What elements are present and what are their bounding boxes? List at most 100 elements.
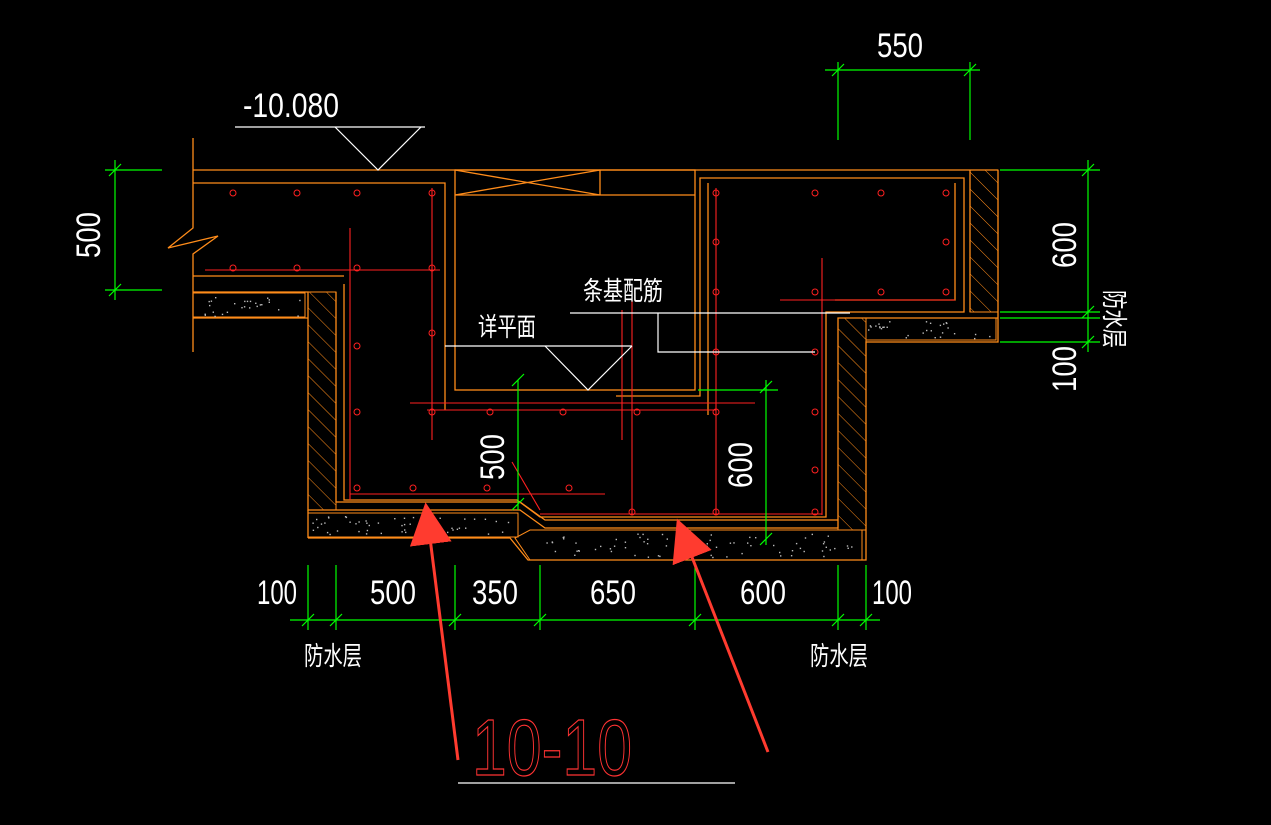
concrete-speckle	[244, 300, 246, 303]
concrete-speckle	[747, 542, 749, 544]
label-waterproof-side: 防水层	[1098, 290, 1128, 348]
concrete-speckle	[214, 315, 216, 318]
concrete-speckle	[447, 531, 449, 534]
leader-lines	[235, 126, 850, 784]
rebar-dot	[293, 189, 301, 197]
label-waterproof-right: 防水层	[810, 642, 868, 672]
concrete-speckle	[750, 545, 752, 547]
concrete-speckle	[249, 300, 252, 303]
rebar-dot	[353, 189, 361, 197]
concrete-speckle	[624, 547, 627, 549]
concrete-speckle	[692, 539, 694, 541]
rebar-dot	[353, 484, 361, 492]
concrete-speckle	[577, 550, 580, 552]
concrete-speckle	[409, 523, 411, 525]
rebar-dot	[409, 484, 417, 492]
concrete-speckle	[456, 528, 459, 530]
concrete-speckle	[822, 543, 825, 545]
concrete-speckle	[546, 542, 548, 544]
concrete-speckle	[563, 536, 565, 538]
dim-inner-600: 600	[722, 442, 760, 488]
section-title: 10-10	[472, 703, 632, 792]
rebar-dot	[811, 288, 819, 296]
concrete-speckle	[403, 517, 406, 519]
concrete-speckle	[365, 533, 368, 535]
rebar-dot	[712, 238, 720, 246]
concrete-speckle	[464, 518, 466, 520]
concrete-speckle	[226, 311, 229, 313]
concrete-speckle	[451, 527, 453, 529]
dimension-lines	[105, 62, 1100, 630]
concrete-speckle	[268, 299, 270, 301]
concrete-speckle	[851, 546, 853, 548]
concrete-speckle	[907, 334, 909, 337]
rebar-dot	[353, 264, 361, 272]
concrete-speckle	[345, 516, 348, 519]
concrete-speckle	[905, 337, 907, 339]
concrete-speckle	[677, 542, 680, 544]
concrete-speckle	[665, 545, 668, 547]
rebar-dot	[811, 466, 819, 474]
rebar-dot	[877, 288, 885, 296]
concrete-speckle	[624, 541, 627, 543]
concrete-speckle	[403, 523, 406, 526]
concrete-speckle	[710, 554, 712, 557]
concrete-speckle	[880, 328, 883, 330]
label-waterproof-left: 防水层	[304, 642, 362, 672]
concrete-speckle	[706, 543, 708, 545]
rebar-dot	[712, 408, 720, 416]
concrete-speckle	[349, 521, 351, 523]
concrete-speckle	[255, 302, 257, 304]
concrete-speckle	[380, 532, 382, 535]
concrete-speckle	[974, 333, 977, 336]
dim-bottom-0: 100	[257, 574, 297, 612]
concrete-speckle	[709, 539, 711, 542]
concrete-speckle	[575, 542, 577, 544]
concrete-speckle	[875, 325, 877, 327]
concrete-speckle	[268, 301, 270, 303]
concrete-speckle	[939, 324, 942, 327]
concrete-speckle	[256, 305, 258, 308]
concrete-speckle	[678, 535, 680, 537]
concrete-speckle	[686, 556, 689, 559]
dim-bottom-4: 600	[740, 574, 786, 612]
dim-inner-500: 500	[474, 434, 512, 480]
concrete-speckle	[878, 323, 880, 325]
concrete-speckle	[234, 303, 236, 305]
concrete-speckle	[613, 545, 616, 547]
concrete-speckle	[243, 306, 246, 308]
rebar-dot	[942, 189, 950, 197]
concrete-speckle	[576, 550, 578, 552]
concrete-speckle	[823, 541, 826, 543]
concrete-speckle	[208, 300, 210, 303]
concrete-speckle	[706, 545, 708, 548]
concrete-speckle	[943, 323, 945, 325]
concrete-speckle	[646, 543, 649, 545]
concrete-speckle	[661, 533, 664, 536]
concrete-speckle	[609, 548, 612, 550]
concrete-speckle	[685, 536, 687, 539]
concrete-speckle	[929, 322, 932, 324]
concrete-speckle	[879, 327, 881, 329]
concrete-speckle	[642, 533, 644, 536]
concrete-speckle	[823, 555, 825, 558]
concrete-speckle	[795, 542, 798, 545]
rebar-dot	[428, 329, 436, 337]
concrete-speckle	[366, 529, 369, 532]
rebar-dot	[486, 408, 494, 416]
concrete-speckle	[989, 335, 991, 338]
concrete-speckle	[846, 545, 849, 547]
concrete-speckle	[790, 555, 793, 557]
concrete-speckle	[377, 522, 380, 524]
concrete-speckle	[336, 530, 339, 532]
concrete-speckle	[780, 555, 782, 557]
arrow-left	[409, 502, 460, 761]
concrete-speckle	[267, 297, 269, 299]
concrete-speckle	[261, 304, 263, 306]
concrete-speckle	[246, 300, 249, 303]
concrete-speckle	[326, 531, 329, 534]
concrete-speckle	[316, 518, 318, 521]
concrete-speckle	[241, 307, 243, 309]
concrete-speckle	[484, 518, 487, 520]
concrete-speckle	[421, 531, 423, 533]
